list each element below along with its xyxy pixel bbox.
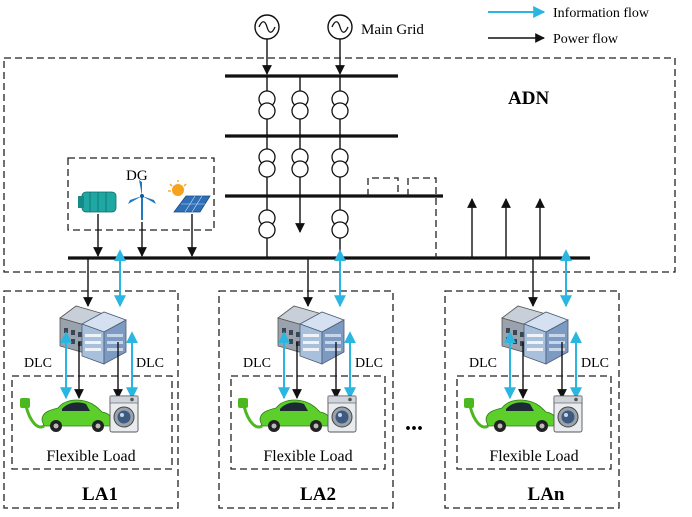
lan-building-icon bbox=[501, 305, 569, 365]
transformer-3-3 bbox=[331, 209, 349, 239]
transformer-1-1 bbox=[258, 90, 276, 120]
load-area-n: DLC DLC Flexible Load LAn bbox=[444, 249, 620, 509]
legend-information-flow-label: Information flow bbox=[553, 6, 650, 21]
la1-ev-icon bbox=[18, 396, 114, 434]
load-area-2-boundary bbox=[218, 290, 394, 509]
la1-flexible-load-label: Flexible Load bbox=[46, 448, 135, 465]
lan-dlc-right-label: DLC bbox=[581, 356, 609, 371]
more-load-areas-ellipsis: ... bbox=[405, 410, 423, 436]
load-area-2: DLC DLC Flexible Load LA2 bbox=[218, 249, 394, 509]
la1-dlc-right-label: DLC bbox=[136, 356, 164, 371]
transformer-2-2 bbox=[291, 148, 309, 178]
load-area-1-boundary bbox=[3, 290, 179, 509]
la1-flexible-load-boundary bbox=[11, 375, 173, 470]
wind-turbine-icon bbox=[128, 180, 156, 220]
load-area-n-boundary bbox=[444, 290, 620, 509]
adn-label: ADN bbox=[508, 88, 549, 109]
main-grid-source-2 bbox=[327, 14, 353, 40]
solar-panel-icon bbox=[168, 180, 211, 213]
la2-dlc-left-label: DLC bbox=[243, 356, 271, 371]
transformer-3-1 bbox=[331, 90, 349, 120]
switch-loop-2 bbox=[407, 177, 437, 258]
dg-label: DG bbox=[126, 168, 148, 184]
la1-name: LA1 bbox=[82, 484, 118, 505]
lan-name: LAn bbox=[528, 484, 565, 505]
la2-flexible-load-label: Flexible Load bbox=[263, 448, 352, 465]
lan-dlc-left-label: DLC bbox=[469, 356, 497, 371]
lan-flexible-load-label: Flexible Load bbox=[489, 448, 578, 465]
adn-boundary bbox=[3, 57, 676, 273]
la2-flexible-load-boundary bbox=[230, 375, 386, 470]
main-grid-source-1 bbox=[254, 14, 280, 40]
la2-building-icon bbox=[277, 305, 345, 365]
la2-washer-icon bbox=[327, 395, 357, 433]
transformer-2-1 bbox=[291, 90, 309, 120]
la2-name: LA2 bbox=[300, 484, 336, 505]
lan-washer-icon bbox=[553, 395, 583, 433]
la1-washer-icon bbox=[109, 395, 139, 433]
lan-flexible-load-boundary bbox=[456, 375, 612, 470]
lan-ev-icon bbox=[462, 396, 558, 434]
la2-ev-icon bbox=[236, 396, 332, 434]
transformer-3-2 bbox=[331, 148, 349, 178]
legend-power-flow-label: Power flow bbox=[553, 32, 619, 47]
generator-icon bbox=[78, 191, 117, 213]
la1-building-icon bbox=[59, 305, 127, 365]
main-grid-label: Main Grid bbox=[361, 22, 424, 38]
switch-loop-1 bbox=[367, 177, 399, 196]
transformer-1-2 bbox=[258, 148, 276, 178]
transformer-1-3 bbox=[258, 209, 276, 239]
dg-boundary bbox=[67, 157, 215, 231]
la1-dlc-left-label: DLC bbox=[24, 356, 52, 371]
la2-dlc-right-label: DLC bbox=[355, 356, 383, 371]
load-area-1: DLC DLC Flexible Load LA1 bbox=[3, 249, 179, 509]
